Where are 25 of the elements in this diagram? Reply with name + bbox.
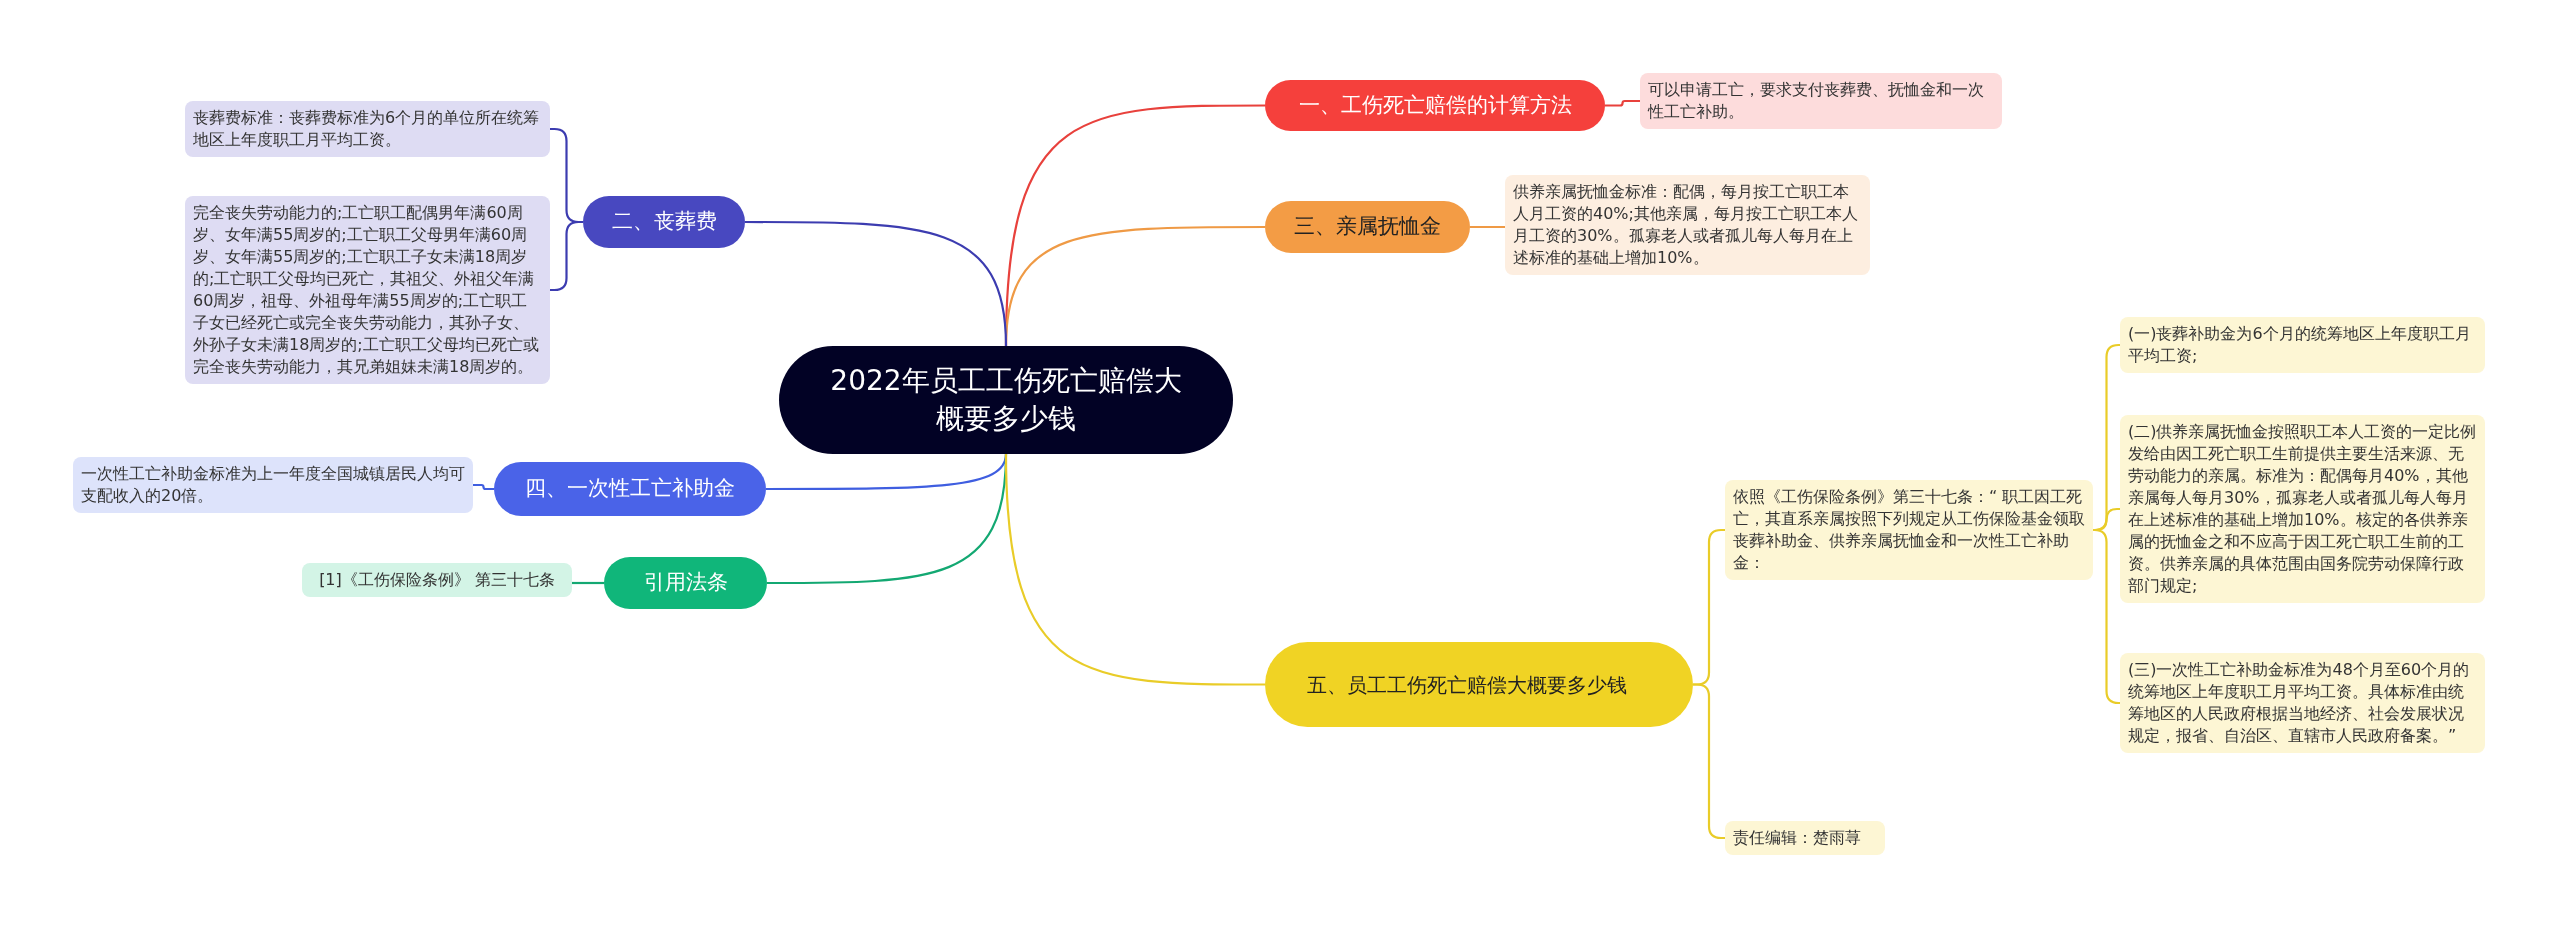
connector-line <box>1470 225 1505 229</box>
note-card: 责任编辑：楚雨荨 <box>1725 821 1885 855</box>
topic-pill: 四、一次性工亡补助金 <box>494 462 766 516</box>
note-card: 依照《工伤保险条例》第三十七条：“ 职工因工死亡，其直系亲属按照下列规定从工伤保险基金领取丧葬补助金、供养亲属抚恤金和一次性工亡补助金： <box>1725 480 2093 580</box>
topic-pill: 二、丧葬费 <box>583 196 745 248</box>
connector-line <box>473 483 494 491</box>
note-card: 完全丧失劳动能力的;工亡职工配偶男年满60周岁、女年满55周岁的;工亡职工父母男年满60周岁、女年满55周岁的;工亡职工子女未满18周岁的;工亡职工父母均已死亡，其祖父、外祖父年满60周岁，祖母、外祖母年满55周岁的;工亡职工子女已经死亡或完全丧失劳动能力，其孙子女、外孙子女未满18周岁的;工亡职工父母均已死亡或完全丧失劳动能力，其兄弟姐妹未满18周岁的。 <box>185 196 550 384</box>
topic-pill: 五、员工工伤死亡赔偿大概要多少钱 <box>1265 642 1693 727</box>
note-card: (三)一次性工亡补助金标准为48个月至60个月的统筹地区上年度职工月平均工资。具体标准由统筹地区的人民政府根据当地经济、社会发展状况规定，报省、自治区、直辖市人民政府备案。” <box>2120 653 2485 753</box>
note-card: 丧葬费标准：丧葬费标准为6个月的单位所在统筹地区上年度职工月平均工资。 <box>185 101 550 157</box>
topic-pill: 引用法条 <box>604 557 767 609</box>
connector-line <box>1605 99 1640 107</box>
connector-line <box>2092 528 2121 705</box>
topic-pill: 一、工伤死亡赔偿的计算方法 <box>1265 80 1605 131</box>
note-card: 可以申请工亡，要求支付丧葬费、抚恤金和一次性工亡补助。 <box>1640 73 2002 129</box>
connector-line <box>745 220 1008 347</box>
note-card: (一)丧葬补助金为6个月的统筹地区上年度职工月平均工资; <box>2120 317 2485 373</box>
connector-line <box>572 581 604 585</box>
central-topic: 2022年员工工伤死亡赔偿大概要多少钱 <box>779 346 1233 454</box>
connector-line <box>1004 453 1265 686</box>
note-card: (二)供养亲属抚恤金按照职工本人工资的一定比例发给由因工死亡职工生前提供主要生活来源、无劳动能力的亲属。标准为：配偶每月40%，其他亲属每人每月30%，孤寡老人或者孤儿每人每月在上述标准的基础上增加10%。核定的各供养亲属的抚恤金之和不应高于因工死亡职工生前的工资。供养亲属的具体范围由国务院劳动保障行政部门规定; <box>2120 415 2485 603</box>
note-card: [1]《工伤保险条例》 第三十七条 <box>302 563 572 597</box>
topic-pill: 三、亲属抚恤金 <box>1265 201 1470 253</box>
note-card: 供养亲属抚恤金标准：配偶，每月按工亡职工本人月工资的40%;其他亲属，每月按工亡职工本人月工资的30%。孤寡老人或者孤儿每人每月在上述标准的基础上增加10%。 <box>1505 175 1870 275</box>
note-card: 一次性工亡补助金标准为上一年度全国城镇居民人均可支配收入的20倍。 <box>73 457 473 513</box>
